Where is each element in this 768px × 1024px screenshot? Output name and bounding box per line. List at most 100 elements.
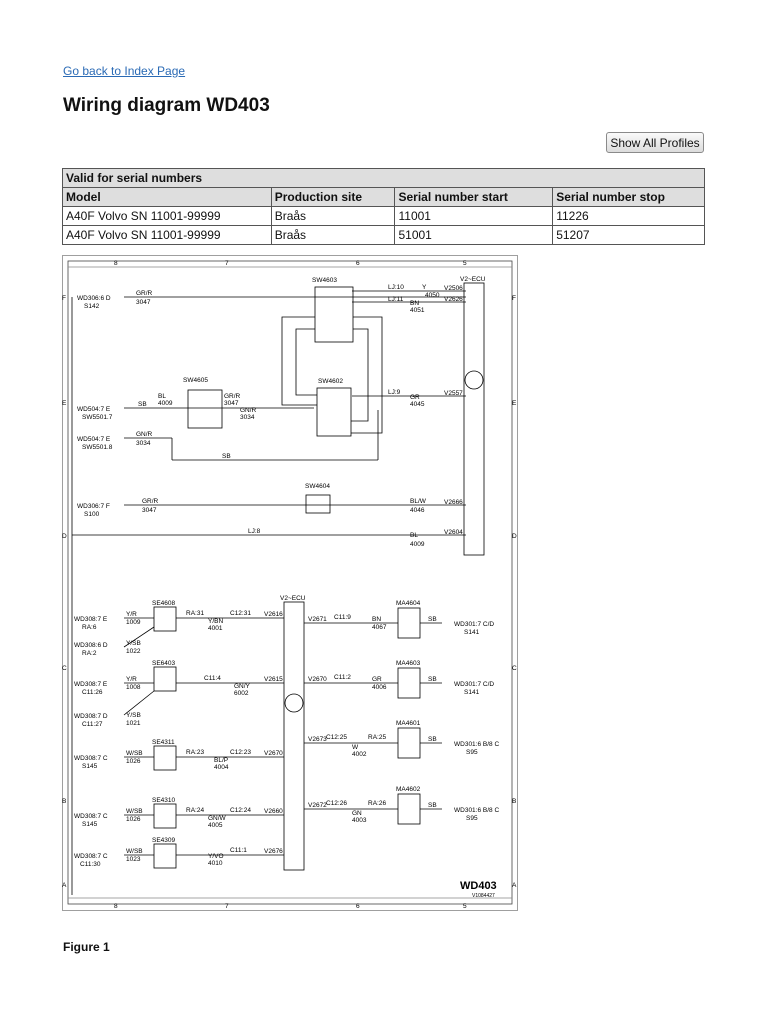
- ecu-pin: V2506: [444, 285, 463, 292]
- column-label: 6: [356, 903, 360, 910]
- connector-label: LJ:10: [388, 284, 404, 291]
- wire-color: SB: [428, 736, 437, 743]
- wire-number: 1026: [126, 758, 141, 765]
- ref-label: SW5501.8: [82, 444, 113, 451]
- column-header-model: Model: [62, 187, 272, 207]
- ecu-pin: V2615: [264, 676, 283, 683]
- column-header-serial-stop: Serial number stop: [552, 187, 705, 207]
- ref-label: WD308:7 C: [74, 853, 108, 860]
- table-cell: 11226: [552, 206, 705, 226]
- ref-label: S95: [466, 815, 478, 822]
- table-header-row: Model Production site Serial number star…: [62, 187, 705, 207]
- figure-caption: Figure 1: [63, 940, 110, 954]
- ecu-pin: V2626: [444, 296, 463, 303]
- column-label: 5: [463, 260, 467, 267]
- component-label: SE4310: [152, 797, 176, 804]
- component-label: MA4603: [396, 660, 421, 667]
- wire-color: GN/Y: [234, 683, 251, 690]
- show-all-profiles-button[interactable]: Show All Profiles: [606, 132, 704, 153]
- wire-color: GN/R: [136, 431, 153, 438]
- ecu-pin: V2671: [308, 616, 327, 623]
- wire-color: Y/SB: [126, 712, 141, 719]
- row-label: E: [512, 400, 517, 407]
- wire-number: 4002: [352, 751, 367, 758]
- column-label: 8: [114, 260, 118, 267]
- wire-number: 4050: [425, 292, 440, 299]
- wire-number: 1021: [126, 720, 141, 727]
- wire-color: GN/W: [208, 815, 227, 822]
- wire-number: 1026: [126, 816, 141, 823]
- ref-label: WD301:6 B/8 C: [454, 741, 499, 748]
- wire-color: W/SB: [126, 848, 143, 855]
- wire-color: BN: [372, 616, 381, 623]
- wire-color: Y/R: [126, 611, 137, 618]
- column-label: 6: [356, 260, 360, 267]
- wire-color: SB: [428, 676, 437, 683]
- connector-label: C12:24: [230, 807, 251, 814]
- ref-label: S141: [464, 689, 480, 696]
- back-to-index-link[interactable]: Go back to Index Page: [63, 64, 186, 78]
- wire-number: 4004: [214, 764, 229, 771]
- wire-color: BL/P: [214, 757, 228, 764]
- ref-label: C11:26: [82, 689, 103, 696]
- ref-label: WD308:7 C: [74, 755, 108, 762]
- serial-numbers-table: Valid for serial numbers Model Productio…: [62, 168, 705, 245]
- wire-number: 3047: [142, 507, 157, 514]
- connector-label: C12:26: [326, 800, 347, 807]
- wire-color: GR: [410, 394, 420, 401]
- component-label: SE4309: [152, 837, 176, 844]
- component-label: SW4602: [318, 378, 343, 385]
- ecu-pin: V2676: [264, 848, 283, 855]
- column-label: 8: [114, 903, 118, 910]
- wire-number: 6002: [234, 690, 249, 697]
- wire-number: 4001: [208, 625, 223, 632]
- ref-label: WD308:7 D: [74, 713, 108, 720]
- row-label: D: [62, 533, 67, 540]
- wire-number: 4009: [410, 541, 425, 548]
- wire-color: BL: [158, 393, 166, 400]
- connector-label: RA:23: [186, 749, 204, 756]
- wire-color: SB: [428, 616, 437, 623]
- component-label: SE6403: [152, 660, 176, 667]
- column-header-production-site: Production site: [270, 187, 396, 207]
- row-label: F: [62, 295, 66, 302]
- wire-number: 3034: [240, 414, 255, 421]
- ref-label: WD308:7 C: [74, 813, 108, 820]
- wire-color: BL: [410, 532, 418, 539]
- row-label: B: [62, 798, 66, 805]
- table-caption: Valid for serial numbers: [62, 168, 705, 188]
- component-label: MA4601: [396, 720, 421, 727]
- page-title: Wiring diagram WD403: [63, 95, 270, 116]
- wire-color: Y/R: [126, 676, 137, 683]
- component-label: MA4604: [396, 600, 421, 607]
- ref-label: S141: [464, 629, 480, 636]
- ref-label: C11:30: [80, 861, 101, 868]
- ref-label: WD504:7 E: [77, 436, 111, 443]
- row-label: E: [62, 400, 67, 407]
- component-label: SW4604: [305, 483, 330, 490]
- wire-number: 4046: [410, 507, 425, 514]
- table-row: A40F Volvo SN 11001-99999 Braås 11001 11…: [62, 206, 705, 226]
- wire-color: Y/SB: [126, 640, 141, 647]
- wire-color: BN: [410, 300, 419, 307]
- ref-label: SW5501.7: [82, 414, 113, 421]
- ecu-pin: V2673: [308, 736, 327, 743]
- table-cell: Braås: [270, 206, 396, 226]
- wire-number: 3047: [136, 299, 151, 306]
- row-label: B: [512, 798, 516, 805]
- connector-label: LJ:8: [248, 528, 261, 535]
- connector-label: C11:1: [230, 847, 247, 854]
- table-cell: Braås: [270, 225, 396, 245]
- row-label: D: [512, 533, 517, 540]
- connector-label: LJ:11: [388, 296, 404, 303]
- wire-number: 4067: [372, 624, 387, 631]
- ref-label: WD301:7 C/D: [454, 681, 494, 688]
- wire-color: GR/R: [142, 498, 159, 505]
- wire-color: Y: [422, 284, 427, 291]
- table-caption-row: Valid for serial numbers: [62, 168, 705, 188]
- ref-label: S142: [84, 303, 100, 310]
- ref-label: WD308:7 E: [74, 681, 108, 688]
- component-label: SW4603: [312, 277, 337, 284]
- connector-label: C11:9: [334, 614, 351, 621]
- ref-label: S100: [84, 511, 100, 518]
